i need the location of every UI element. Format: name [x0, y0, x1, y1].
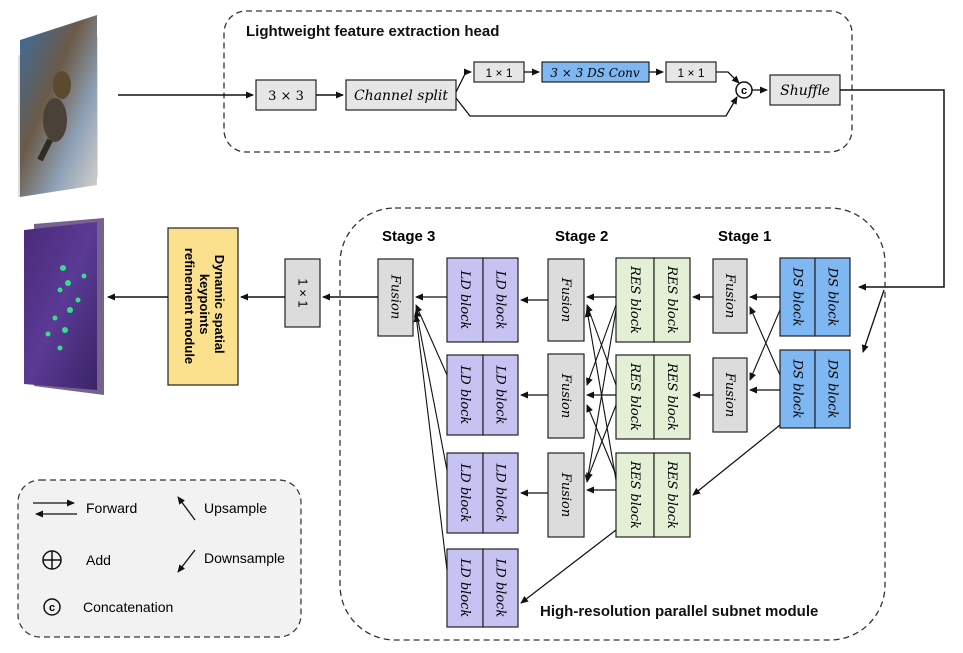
conv1x1-b-label: 1 × 1 — [677, 66, 704, 80]
ds-block-label: DS block — [825, 359, 840, 419]
input-image — [18, 15, 98, 198]
ld-block-label: LD block — [493, 270, 508, 330]
ds-block-label: DS block — [825, 267, 840, 327]
ld-block-label: LD block — [493, 463, 508, 523]
fusion-s1-1: Fusion — [712, 258, 748, 334]
res-block-label: RES block — [664, 362, 679, 431]
res-pair-3: RES block RES block — [615, 452, 691, 538]
fusion-label: Fusion — [722, 372, 737, 417]
ld-block-label: LD block — [457, 558, 472, 618]
ld-block-label: LD block — [457, 365, 472, 425]
legend-box — [17, 479, 302, 638]
concatenation-icon-label: c — [49, 602, 55, 614]
stage1-label: Stage 1 — [718, 228, 771, 245]
output-conv-label: 1 × 1 — [296, 278, 311, 307]
ld-block-label: LD block — [493, 558, 508, 618]
legend-add-label: Add — [86, 552, 111, 568]
upsample-icon — [177, 496, 196, 521]
fusion-s2-3: Fusion — [547, 452, 585, 538]
res-pair-2: RES block RES block — [615, 354, 691, 440]
refinement-label: Dynamic spatial keypoints refinement mod… — [182, 248, 227, 364]
ds-pair-1: DS block DS block — [779, 257, 851, 337]
legend-forward-label: Forward — [86, 500, 137, 516]
ld-pair-4: LD block LD block — [446, 548, 519, 628]
concatenation-icon: c — [43, 598, 61, 616]
head-title: Lightweight feature extraction head — [246, 23, 499, 40]
res-block-label: RES block — [664, 460, 679, 529]
legend-downsample-label: Downsample — [204, 550, 285, 566]
fusion-label: Fusion — [388, 274, 403, 319]
legend-concat-label: Concatenation — [83, 599, 173, 615]
conv1x1-a-label: 1 × 1 — [485, 66, 512, 80]
fusion-label: Fusion — [558, 277, 573, 322]
ld-pair-2: LD block LD block — [446, 354, 519, 436]
fusion-s1-2: Fusion — [712, 357, 748, 433]
fusion-s2-1: Fusion — [547, 258, 585, 342]
channel-split-box — [345, 79, 457, 111]
ds-block-label: DS block — [790, 359, 805, 419]
res-block-label: RES block — [627, 460, 642, 529]
ld-block-label: LD block — [493, 365, 508, 425]
stage3-label: Stage 3 — [382, 228, 435, 245]
fusion-label: Fusion — [722, 273, 737, 318]
stage2-label: Stage 2 — [555, 228, 608, 245]
ld-block-label: LD block — [457, 463, 472, 523]
head-frame — [223, 10, 853, 153]
subnet-title: High-resolution parallel subnet module — [540, 603, 818, 620]
res-block-label: RES block — [627, 265, 642, 334]
fusion-s2-2: Fusion — [547, 353, 585, 439]
refinement-box — [167, 227, 239, 386]
fusion-label: Fusion — [558, 373, 573, 418]
shuffle-label: Shuffle — [780, 83, 830, 99]
output-conv-box — [284, 258, 321, 328]
res-block-label: RES block — [627, 362, 642, 431]
downsample-icon — [177, 549, 196, 573]
fusion-label: Fusion — [558, 472, 573, 517]
ds-pair-2: DS block DS block — [779, 349, 851, 429]
ld-pair-1: LD block LD block — [446, 257, 519, 343]
res-block-label: RES block — [664, 265, 679, 334]
add-icon — [42, 550, 62, 570]
ld-block-label: LD block — [457, 270, 472, 330]
subnet-frame — [339, 207, 886, 641]
fusion-s3: Fusion — [377, 258, 414, 337]
forward-icon — [33, 499, 77, 518]
output-heatmap — [24, 218, 104, 395]
conv3x3-label: 3 × 3 — [268, 89, 304, 104]
ds-conv-label: 3 × 3 DS Conv — [550, 66, 640, 80]
legend-upsample-label: Upsample — [204, 500, 267, 516]
res-pair-1: RES block RES block — [615, 257, 691, 343]
channel-split-label: Channel split — [354, 88, 448, 104]
concat-node-label: c — [741, 85, 747, 97]
ds-block-label: DS block — [790, 267, 805, 327]
ld-pair-3: LD block LD block — [446, 452, 519, 534]
shuffle-box — [769, 74, 841, 106]
